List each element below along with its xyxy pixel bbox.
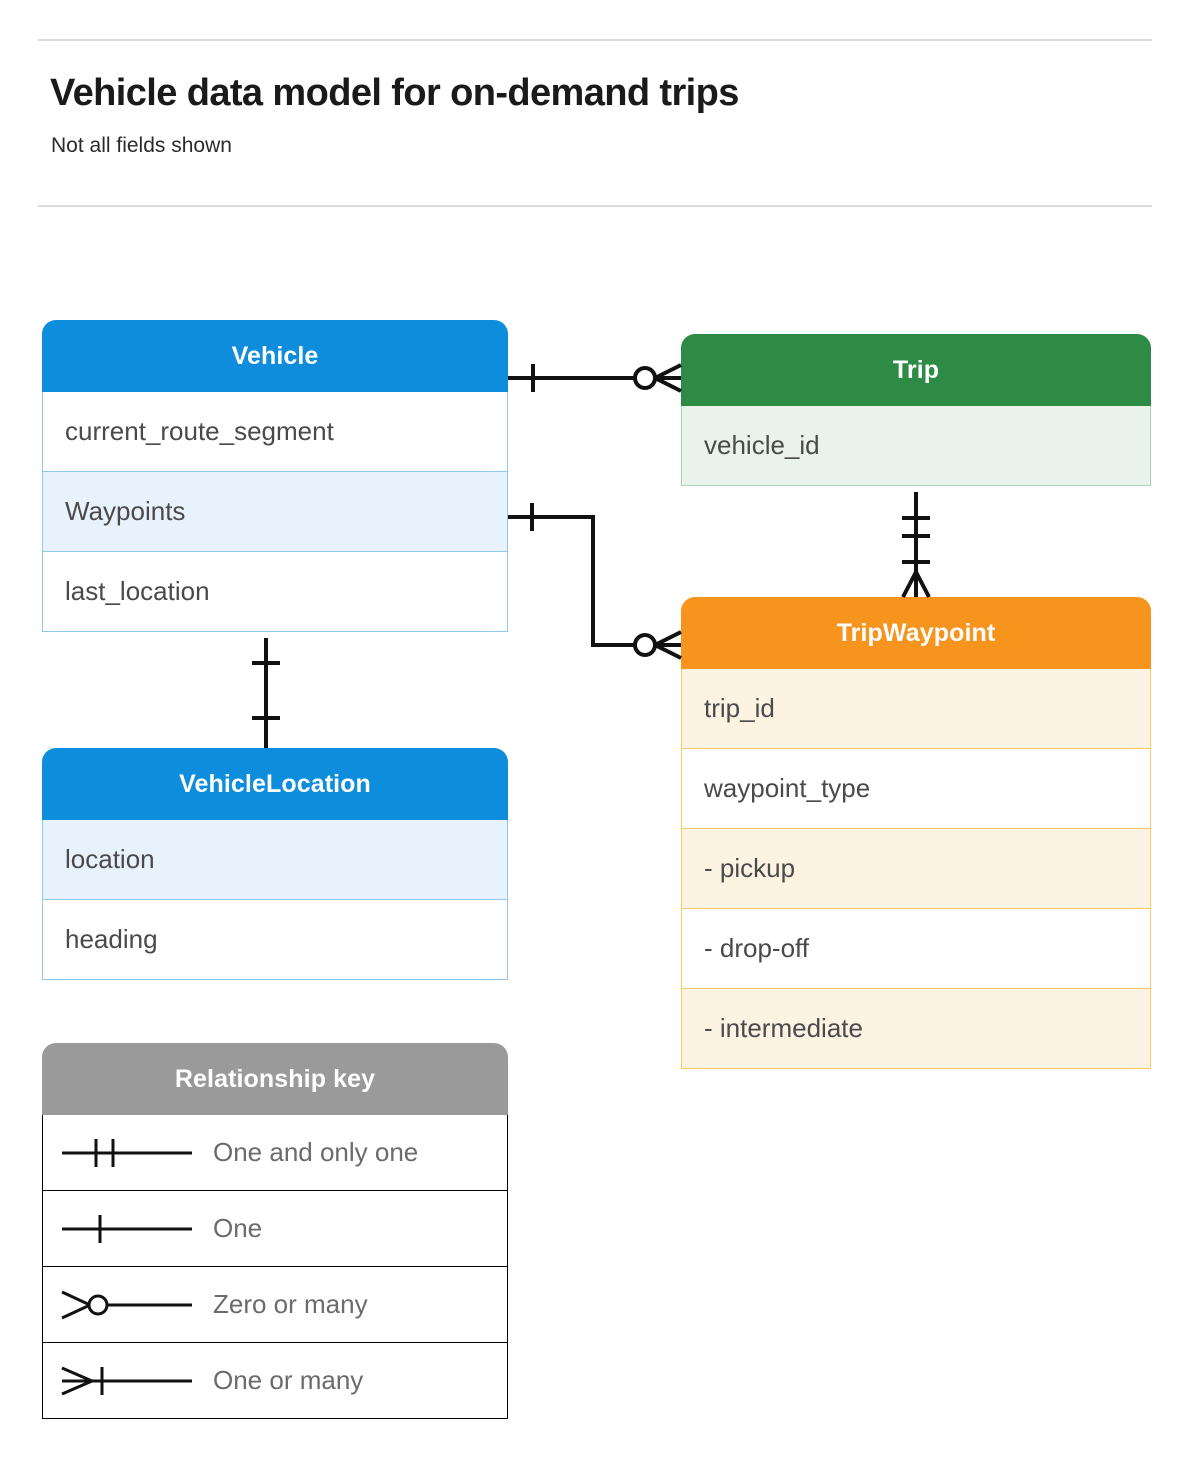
- one-icon: [43, 1191, 213, 1266]
- field-row[interactable]: - pickup: [681, 829, 1151, 909]
- entity-tripwaypoint-fields: trip_id waypoint_type - pickup - drop-of…: [681, 669, 1151, 1069]
- legend-item-zero-or-many: Zero or many: [42, 1267, 508, 1343]
- legend-item-one: One: [42, 1191, 508, 1267]
- entity-tripwaypoint[interactable]: TripWaypoint trip_id waypoint_type - pic…: [681, 597, 1151, 1069]
- field-row[interactable]: - intermediate: [681, 989, 1151, 1069]
- entity-tripwaypoint-title: TripWaypoint: [681, 597, 1151, 669]
- field-row[interactable]: waypoint_type: [681, 749, 1151, 829]
- legend-relationship-key: Relationship key One and only one: [42, 1043, 508, 1419]
- legend-items: One and only one One: [42, 1115, 508, 1419]
- page-title: Vehicle data model for on-demand trips: [50, 72, 739, 114]
- field-row[interactable]: trip_id: [681, 669, 1151, 749]
- entity-vehiclelocation-fields: location heading: [42, 820, 508, 980]
- field-row[interactable]: vehicle_id: [681, 406, 1151, 486]
- zero-or-many-icon: [43, 1267, 213, 1342]
- legend-item-label: One or many: [213, 1365, 364, 1395]
- connector-vehicle-trip: [508, 363, 682, 393]
- top-divider: [38, 39, 1152, 41]
- field-row[interactable]: Waypoints: [42, 472, 508, 552]
- field-row[interactable]: - drop-off: [681, 909, 1151, 989]
- legend-title: Relationship key: [42, 1043, 508, 1115]
- legend-item-label: One and only one: [213, 1137, 419, 1167]
- field-row[interactable]: heading: [42, 900, 508, 980]
- field-row[interactable]: current_route_segment: [42, 392, 508, 472]
- bottom-divider: [38, 205, 1152, 207]
- entity-vehicle[interactable]: Vehicle current_route_segment Waypoints …: [42, 320, 508, 632]
- entity-vehiclelocation[interactable]: VehicleLocation location heading: [42, 748, 508, 980]
- entity-vehicle-fields: current_route_segment Waypoints last_loc…: [42, 392, 508, 632]
- page-subtitle: Not all fields shown: [51, 134, 232, 157]
- one-or-many-icon: [43, 1343, 213, 1418]
- legend-item-one-and-only-one: One and only one: [42, 1115, 508, 1191]
- connector-trip-tripwaypoint: [901, 492, 931, 598]
- legend-item-one-or-many: One or many: [42, 1343, 508, 1419]
- entity-trip-fields: vehicle_id: [681, 406, 1151, 486]
- connector-waypoints-tripwaypoint: [508, 503, 682, 660]
- legend-item-label: One: [213, 1213, 263, 1243]
- entity-vehiclelocation-title: VehicleLocation: [42, 748, 508, 820]
- one-and-only-one-icon: [43, 1115, 213, 1190]
- entity-trip[interactable]: Trip vehicle_id: [681, 334, 1151, 486]
- connector-vehicle-vehiclelocation: [252, 638, 280, 748]
- field-row[interactable]: location: [42, 820, 508, 900]
- legend-item-label: Zero or many: [213, 1289, 368, 1319]
- entity-trip-title: Trip: [681, 334, 1151, 406]
- entity-vehicle-title: Vehicle: [42, 320, 508, 392]
- field-row[interactable]: last_location: [42, 552, 508, 632]
